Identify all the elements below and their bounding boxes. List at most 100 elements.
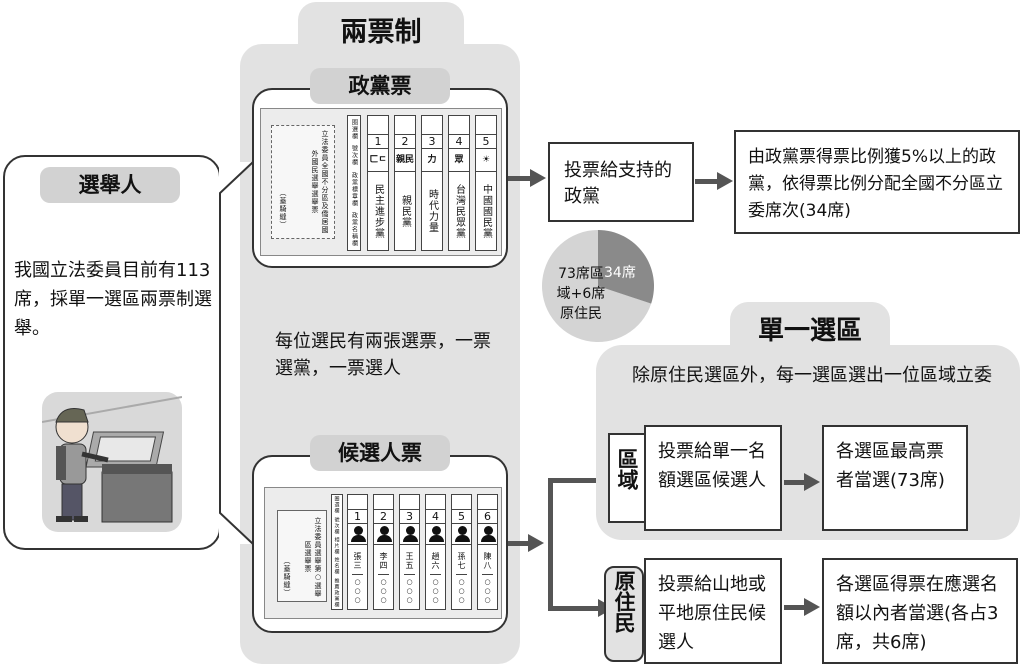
candidate-stamp-hint: （蓋騎縫） (283, 557, 291, 597)
candidate-header-label: 推薦政黨欄 (333, 577, 340, 608)
candidate-photo-icon (426, 524, 445, 545)
branch-bottom-line (548, 606, 600, 611)
party-ballot-note-frame: 立法委員全國不分區及僑居國外國民選舉選舉票 （蓋騎縫） (271, 125, 335, 239)
arrow-head (804, 473, 820, 491)
party-ballot-sheet: 立法委員全國不分區及僑居國外國民選舉選舉票 （蓋騎縫） 圈選欄 號次欄 政黨標章… (260, 108, 502, 256)
indigenous-result-box: 各選區得票在應選名額以內者當選(各占3席，共6席) (822, 558, 1018, 664)
candidate-vote-tag: 候選人票 (310, 435, 450, 471)
party-header-label: 圈選欄 (350, 118, 358, 140)
candidate-photo-icon (452, 524, 471, 545)
party-logo: 親民 (395, 149, 415, 172)
candidate-header-col: 圈選欄 號次欄 相片欄 姓名欄 推薦政黨欄 (331, 494, 343, 610)
main-title-tab (298, 2, 464, 62)
candidate-column: 3 王五 ○○○ (399, 494, 420, 610)
candidate-column: 1 張三 ○○○ (347, 494, 368, 610)
party-arrow-line (508, 176, 532, 181)
candidate-number: 5 (452, 509, 471, 524)
regional-result-text: 各選區最高票者當選(73席) (836, 441, 945, 491)
vote-party-text: 投票給支持的政黨 (564, 160, 672, 207)
voter-illustration (42, 392, 182, 532)
regional-result-box: 各選區最高票者當選(73席) (822, 425, 968, 531)
party-logo: ☀ (476, 149, 496, 172)
party-name: 台灣民眾黨 (453, 183, 465, 239)
candidate-number: 6 (478, 509, 497, 524)
party-column: 5☀ 中國國民黨 (475, 115, 497, 251)
regional-arrow-line (784, 480, 806, 485)
indigenous-vote-text: 投票給山地或平地原住民候選人 (658, 574, 766, 653)
candidate-number: 3 (400, 509, 419, 524)
candidate-party: ○○○ (353, 578, 362, 605)
candidate-photo-icon (478, 524, 497, 545)
voter-tag: 選舉人 (40, 167, 180, 203)
party-result-box: 由政黨票得票比例獲5%以上的政黨，依得票比例分配全國不分區立委席次(34席) (734, 130, 1020, 234)
regional-vote-box: 投票給單一名額選區候選人 (644, 425, 782, 531)
party-vote-tag: 政黨票 (310, 68, 450, 104)
two-votes-text: 每位選民有兩張選票，一票選黨，一票選人 (275, 331, 491, 379)
candidate-photo-icon (400, 524, 419, 545)
party-header-label: 政黨標章欄 (350, 171, 358, 207)
main-title: 兩票制 (340, 17, 422, 48)
party-name: 時代力量 (426, 189, 438, 233)
indigenous-result-text: 各選區得票在應選名額以內者當選(各占3席，共6席) (836, 574, 999, 653)
party-number: 1 (368, 134, 388, 149)
party-ballot-note: 立法委員全國不分區及僑居國外國民選舉選舉票 (311, 130, 329, 234)
party-header-label: 政黨名稱欄 (350, 212, 358, 248)
candidate-name: 趙六 (430, 548, 441, 575)
party-name: 民主進步黨 (372, 183, 384, 239)
arrow-head (804, 598, 820, 616)
party-name: 中國國民黨 (480, 183, 492, 239)
candidate-photo-icon (374, 524, 393, 545)
vote-party-box: 投票給支持的政黨 (548, 142, 694, 222)
candidate-party: ○○○ (379, 578, 388, 605)
party-number: 4 (449, 134, 469, 149)
candidate-arrow-line (508, 541, 530, 546)
candidate-name: 陳八 (482, 548, 493, 575)
pie-label-small: 34席 (604, 265, 636, 281)
candidate-ballot-sheet: 立法委員選舉第○選舉區選舉票 （蓋騎縫） 圈選欄 號次欄 相片欄 姓名欄 推薦政… (264, 487, 502, 619)
candidate-number: 4 (426, 509, 445, 524)
candidate-header-label: 相片欄 (333, 536, 340, 555)
party-logo: 眾 (449, 149, 469, 172)
party-name: 親民黨 (399, 194, 411, 228)
pie-label-large: 73席區域+6席原住民 (556, 266, 606, 322)
candidate-ballot-note: 立法委員選舉第○選舉區選舉票 (304, 516, 322, 598)
party-result-text: 由政黨票得票比例獲5%以上的政黨，依得票比例分配全國不分區立委席次(34席) (748, 147, 1003, 221)
party-header-col: 圈選欄 號次欄 政黨標章欄 政黨名稱欄 (347, 115, 361, 251)
candidate-photo-icon (348, 524, 367, 545)
party-number: 3 (422, 134, 442, 149)
candidate-name: 張三 (352, 548, 363, 575)
candidate-column: 6 陳八 ○○○ (477, 494, 498, 610)
voter-text: 我國立法委員目前有113席，採單一選區兩票制選舉。 (14, 260, 212, 339)
pie-slice-small (598, 230, 654, 304)
candidate-column: 2 李四 ○○○ (373, 494, 394, 610)
candidate-name: 李四 (378, 548, 389, 575)
seat-pie-chart (541, 230, 654, 342)
party-number: 5 (476, 134, 496, 149)
party-logo: 力 (422, 149, 442, 172)
candidate-ballot-note-frame: 立法委員選舉第○選舉區選舉票 （蓋騎縫） (277, 510, 327, 602)
arrow-head (528, 534, 544, 552)
branch-vertical-line (548, 478, 553, 610)
indigenous-label: 原住民 (612, 570, 636, 633)
party-header-label: 號次欄 (350, 145, 358, 167)
single-district-title-tab (730, 302, 890, 358)
single-district-desc: 除原住民選區外，每一選區選出一位區域立委 (632, 365, 992, 386)
arrow-head (717, 172, 733, 190)
result-arrow-line (695, 179, 719, 184)
indigenous-vote-box: 投票給山地或平地原住民候選人 (644, 558, 782, 664)
candidate-party: ○○○ (483, 578, 492, 605)
candidate-header-label: 姓名欄 (333, 557, 340, 576)
candidate-party: ○○○ (431, 578, 440, 605)
pie-slice-large (541, 230, 652, 342)
candidate-header-label: 號次欄 (333, 516, 340, 535)
candidate-name: 王五 (404, 548, 415, 575)
candidate-party: ○○○ (405, 578, 414, 605)
branch-top-line (548, 478, 600, 483)
candidate-number: 2 (374, 509, 393, 524)
candidate-number: 1 (348, 509, 367, 524)
party-logo: ㄈㄷ (368, 149, 388, 172)
